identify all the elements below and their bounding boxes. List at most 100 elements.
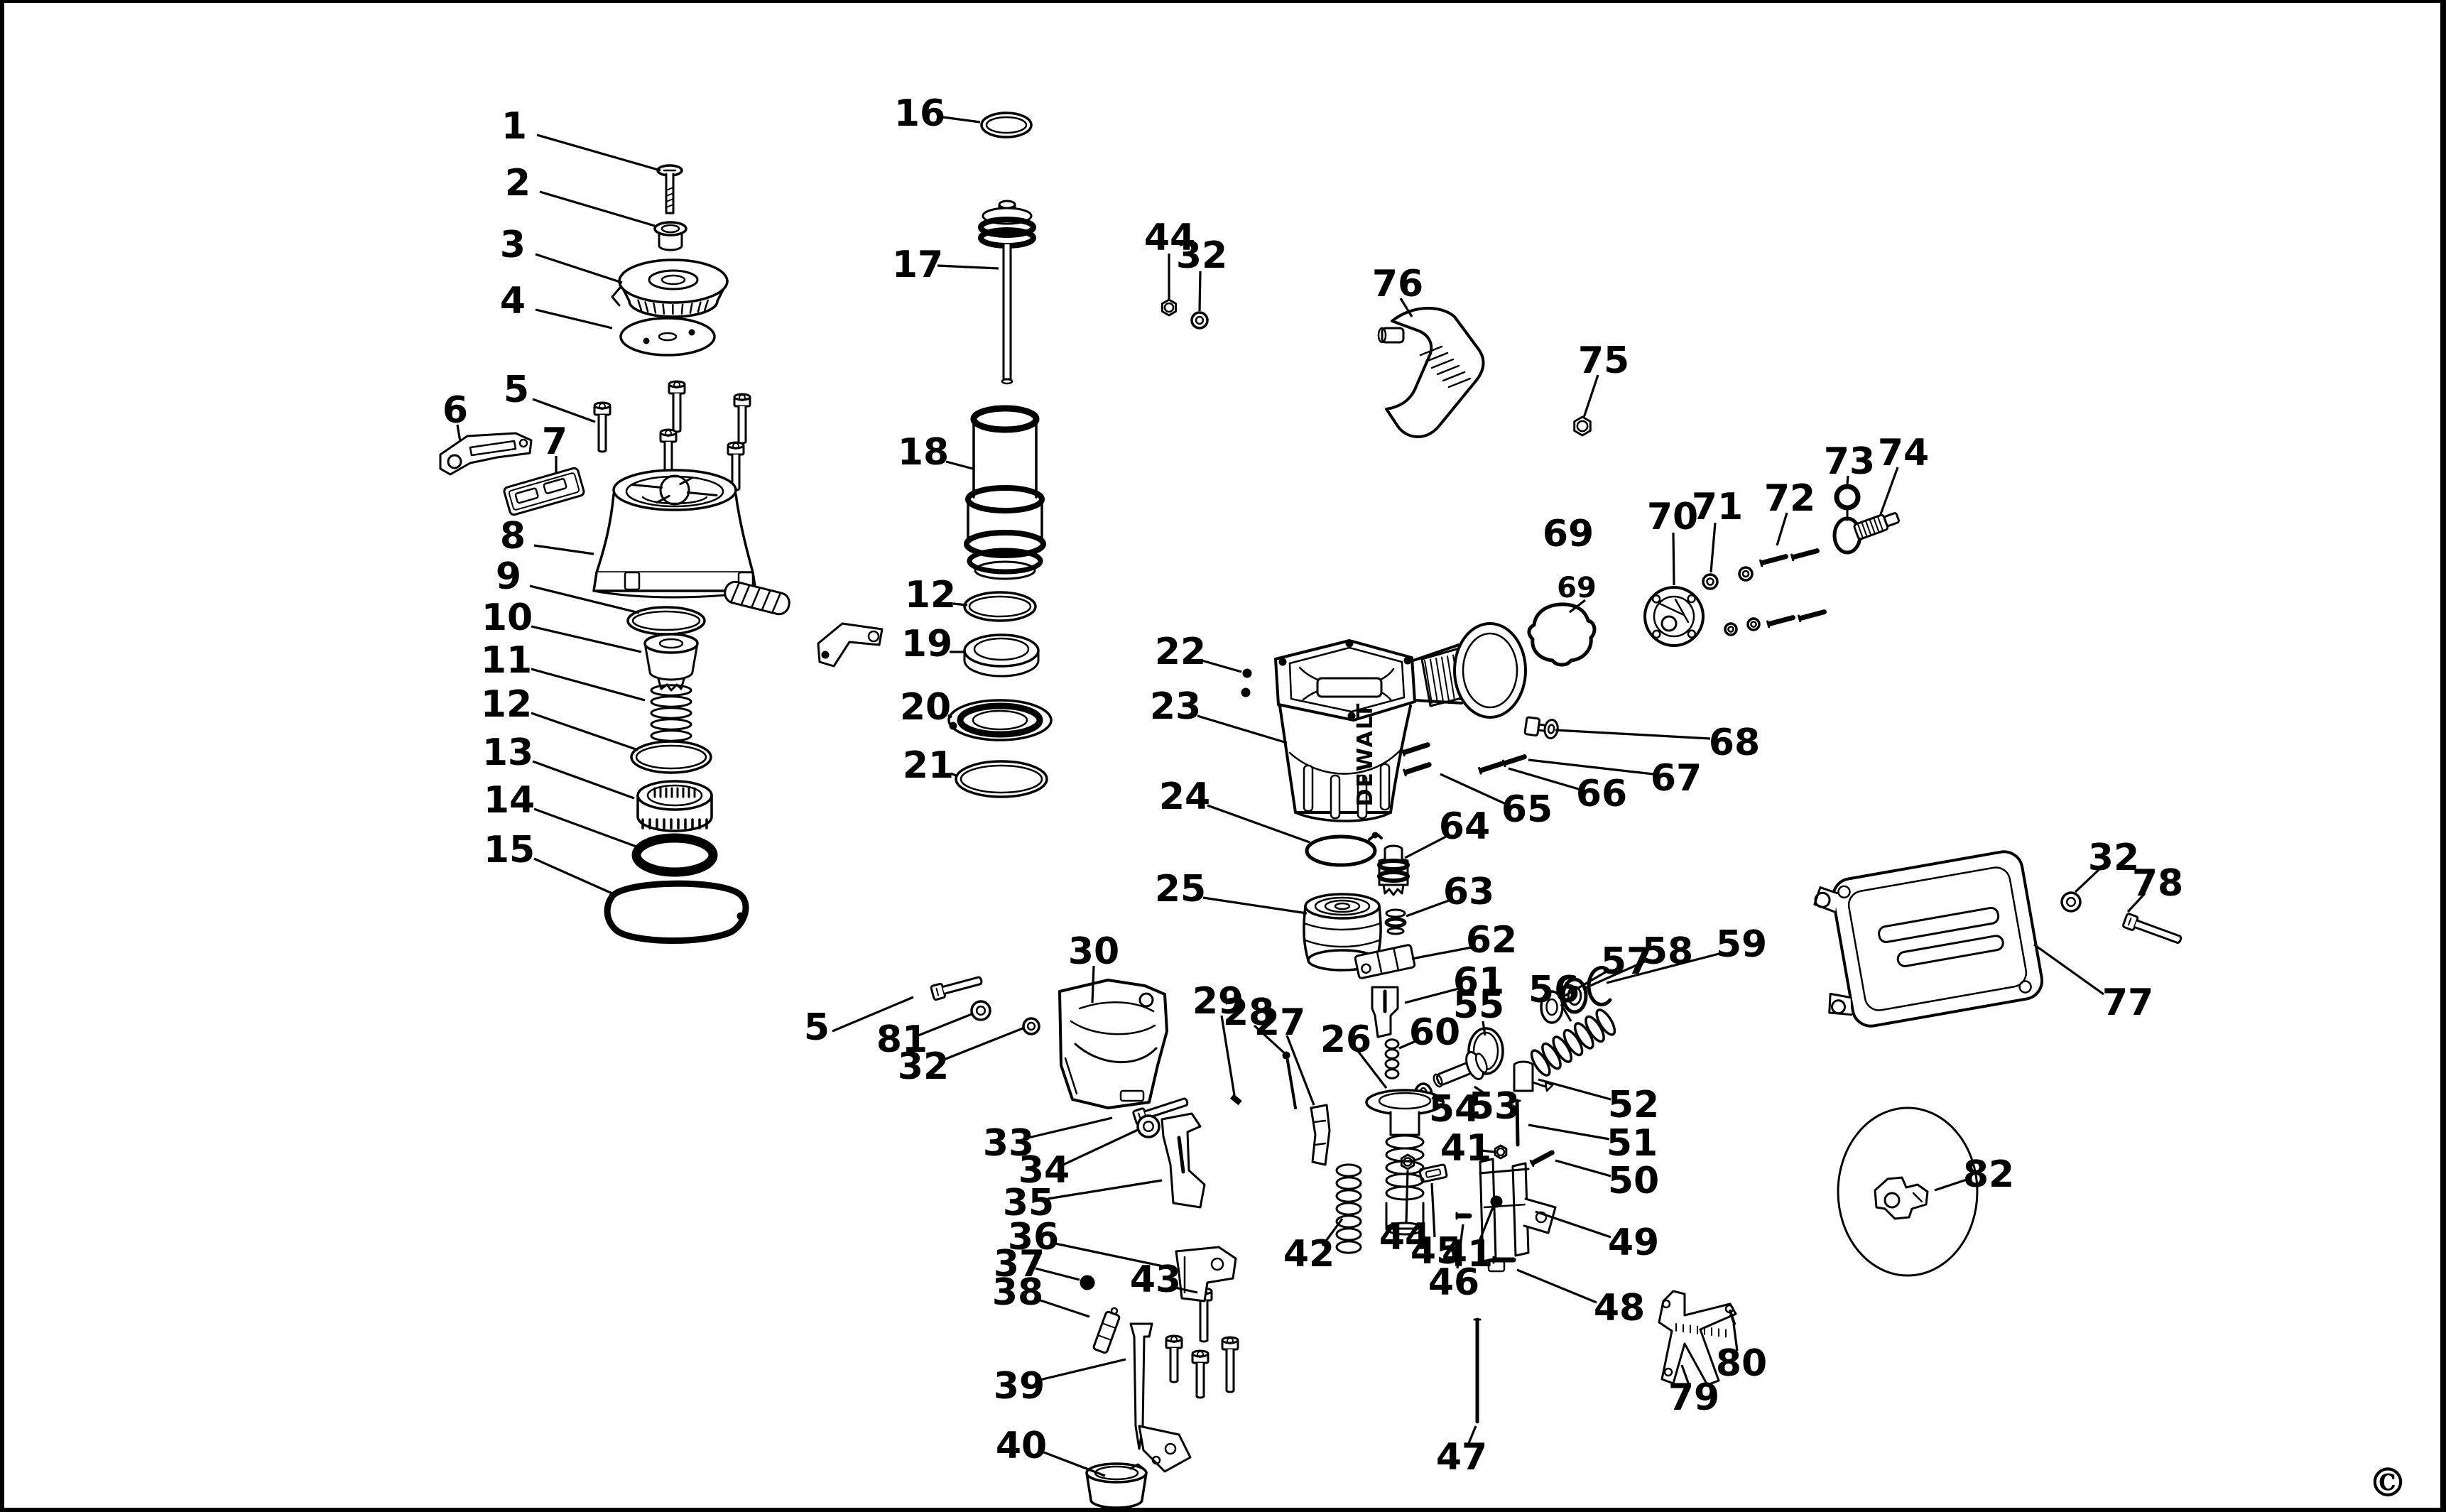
part-label-71-33: 71 (1692, 486, 1743, 528)
leader-line-9 (529, 584, 640, 614)
part-label-77-84: 77 (2102, 981, 2153, 1024)
part-label-17-16: 17 (892, 244, 943, 286)
part-label-12-11: 12 (481, 683, 532, 726)
part-label-5-4: 5 (504, 369, 529, 411)
leader-line-36 (1051, 1241, 1174, 1270)
part-label-46-59: 46 (1428, 1261, 1479, 1304)
part-label-11-10: 11 (481, 639, 532, 682)
washer-part (1746, 617, 1761, 631)
leader-line-57 (1562, 970, 1607, 999)
part-label-54-51: 54 (1429, 1088, 1480, 1131)
seal-ring-part (963, 633, 1040, 678)
part-label-21-21: 21 (903, 744, 954, 787)
pin-part (1473, 1317, 1482, 1424)
leader-line-2 (539, 190, 656, 227)
feed-piston-part (1365, 1089, 1445, 1236)
leader-line-55 (1482, 1021, 1486, 1036)
part-label-23-23: 23 (1150, 685, 1201, 728)
exhaust-valve-part (1377, 844, 1410, 896)
leader-layer (456, 116, 2146, 1477)
leader-line-45 (1430, 1182, 1436, 1238)
label-layer: 1234567891011121314151617181219202122232… (442, 92, 2183, 1479)
part-label-62-43: 62 (1466, 919, 1517, 962)
bolt-part (1221, 1336, 1239, 1393)
nut-part (1161, 298, 1178, 317)
leader-line-41 (1481, 1149, 1495, 1153)
valve-stem-part (1384, 908, 1407, 935)
part-label-56-47: 56 (1528, 969, 1580, 1011)
leader-line-11 (531, 668, 646, 702)
latch-bracket-part (817, 622, 884, 668)
rear-flange-part (1643, 586, 1705, 647)
part-label-64-41: 64 (1439, 805, 1490, 848)
leader-line-12 (952, 602, 968, 607)
part-label-4-3: 4 (500, 280, 526, 322)
leader-line-65 (1440, 773, 1506, 805)
washer-part (970, 1000, 991, 1021)
part-label-73-35: 73 (1824, 440, 1875, 483)
dot-part (1080, 1275, 1095, 1290)
part-label-48-57: 48 (1594, 1287, 1645, 1329)
magazine-housing-part (1058, 979, 1168, 1109)
leader-line-52 (1538, 1078, 1611, 1101)
part-label-15-14: 15 (484, 829, 535, 871)
leader-line-63 (1406, 899, 1450, 918)
screw-part (1724, 1304, 1736, 1325)
leader-line-17 (937, 264, 999, 270)
spring-part (650, 684, 692, 742)
part-label-14-13: 14 (484, 779, 535, 822)
part-label-32-27: 32 (1176, 234, 1227, 277)
part-label-61-44: 61 (1453, 960, 1504, 1003)
bolt-part (1165, 1334, 1183, 1383)
leader-line-82 (1934, 1177, 1969, 1192)
leader-line-61 (1404, 987, 1460, 1004)
pin-part (1401, 742, 1430, 757)
screw-part (656, 164, 683, 214)
leader-line-6 (456, 424, 462, 442)
washer-part (1738, 566, 1754, 582)
block-part (1418, 1163, 1448, 1183)
leader-line-26 (1357, 1050, 1388, 1089)
end-cap-cover-part (1813, 850, 2044, 1028)
leader-line-80 (1732, 1323, 1739, 1351)
leader-line-35 (1047, 1179, 1163, 1200)
bolt-part (593, 401, 612, 453)
spring-part (1335, 1163, 1362, 1254)
part-label-13-12: 13 (482, 731, 533, 774)
leader-line-20 (947, 714, 952, 719)
bolt-part (1523, 716, 1559, 739)
piston-stop-part (1085, 1462, 1148, 1509)
o-ring-part (626, 606, 706, 636)
leader-line-69 (1569, 599, 1586, 614)
pawl-part (1310, 1104, 1331, 1166)
leader-line-53 (1474, 1085, 1488, 1097)
leader-line-40 (1038, 1449, 1106, 1477)
part-label-37-75: 37 (994, 1243, 1045, 1285)
leader-line-41 (1477, 1207, 1494, 1244)
leader-line-58 (1583, 959, 1648, 990)
leader-line-43 (1171, 1285, 1198, 1294)
part-label-28-68: 28 (1223, 991, 1274, 1034)
nut-part (1573, 415, 1592, 437)
part-label-50-55: 50 (1608, 1160, 1659, 1202)
leader-line-81 (918, 1013, 972, 1037)
part-label-16-15: 16 (894, 92, 945, 135)
dot-part (1241, 687, 1251, 697)
part-label-72-34: 72 (1764, 477, 1815, 520)
leader-line-39 (1036, 1358, 1126, 1382)
cylinder-cap-part (636, 780, 713, 832)
leader-line-60 (1398, 1038, 1420, 1050)
part-label-6-5: 6 (442, 389, 468, 432)
part-label-41-62: 41 (1440, 1127, 1491, 1170)
pin-part (1502, 754, 1527, 768)
dot-part (1490, 1195, 1503, 1208)
part-label-69-31: 69 (1557, 572, 1597, 604)
leader-line-18 (945, 460, 974, 470)
part-label-33-71: 33 (983, 1122, 1034, 1165)
part-label-59-50: 59 (1716, 923, 1767, 966)
part-label-53-52: 53 (1469, 1085, 1520, 1128)
leader-line-54 (1431, 1097, 1445, 1104)
pin-part (1759, 554, 1788, 567)
valve-part (1513, 1060, 1554, 1092)
leader-line-62 (1411, 946, 1472, 960)
